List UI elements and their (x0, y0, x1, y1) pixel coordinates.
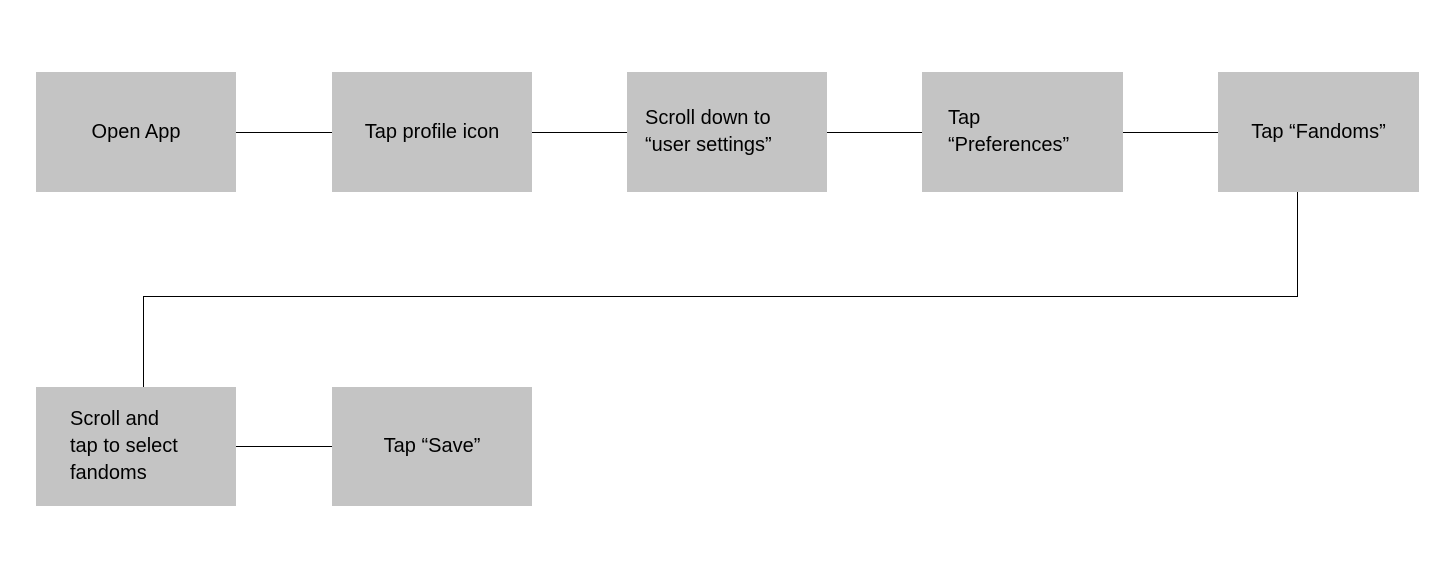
connector-tap-fandoms-to-scroll-select-fandoms-segment-across (143, 296, 1298, 297)
connector-open-app-to-tap-profile-icon (236, 132, 332, 133)
node-label-tap-preferences: Tap “Preferences” (948, 107, 1070, 156)
connector-tap-preferences-to-tap-fandoms (1123, 132, 1218, 133)
flow-node-tap-save[interactable]: Tap “Save” (332, 387, 532, 506)
connector-tap-fandoms-to-scroll-select-fandoms-segment-drop (143, 296, 144, 387)
flow-node-scroll-select-fandoms[interactable]: Scroll and tap to select fandoms (36, 387, 236, 506)
flow-node-tap-preferences[interactable]: Tap “Preferences” (922, 72, 1123, 192)
flow-node-open-app[interactable]: Open App (36, 72, 236, 192)
node-label-tap-profile-icon: Tap profile icon (364, 120, 500, 143)
flow-node-scroll-user-settings[interactable]: Scroll down to “user settings” (627, 72, 827, 192)
flow-node-tap-fandoms[interactable]: Tap “Fandoms” (1218, 72, 1419, 192)
connector-tap-profile-icon-to-scroll-user-settings (532, 132, 627, 133)
node-label-tap-fandoms: Tap “Fandoms” (1251, 120, 1386, 143)
flow-node-tap-profile-icon[interactable]: Tap profile icon (332, 72, 532, 192)
connector-scroll-user-settings-to-tap-preferences (827, 132, 922, 133)
node-label-tap-save: Tap “Save” (383, 435, 481, 457)
connector-tap-fandoms-to-scroll-select-fandoms-segment-down (1297, 192, 1298, 296)
connector-scroll-select-fandoms-to-tap-save (236, 446, 332, 447)
node-label-scroll-user-settings: Scroll down to “user settings” (645, 107, 772, 156)
node-label-scroll-select-fandoms: Scroll and tap to select fandoms (70, 408, 178, 484)
node-label-open-app: Open App (91, 120, 181, 143)
